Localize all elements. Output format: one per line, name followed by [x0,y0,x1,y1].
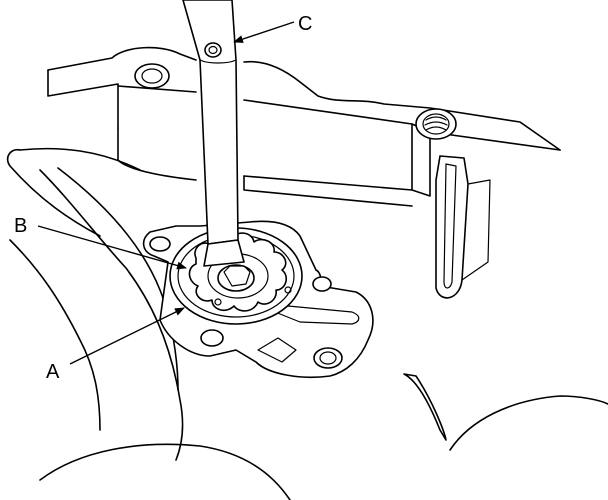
block-far-left-top [19,147,141,171]
block-recess-bottom [243,175,413,207]
lower-right-bracket [403,373,447,441]
block-inner-flank [57,167,179,391]
callout-label-a: A [46,361,60,383]
block-curved-flank [39,169,184,461]
flange-square-opening [257,337,297,363]
bolt-hole-upper-left [134,63,170,89]
shaft-cross-hole [204,42,222,58]
block-top-edge-right [243,60,561,151]
callout-label-b: B [14,215,27,237]
block-right-ledge [429,131,561,151]
crank-pulley-arc [39,443,291,500]
block-left-lobe [9,239,101,431]
threaded-bolt-hole [415,108,457,140]
block-left-lower [117,127,197,181]
callout-label-c: C [298,13,312,35]
flange-bolt-hole-4 [313,347,343,369]
block-left-step [47,69,119,129]
block-top-edge-left [47,46,197,71]
leader-b [37,225,187,270]
rotor-hex-drive [223,265,251,287]
flange-slot [269,305,360,325]
drive-tool-shaft [182,0,245,267]
leader-a [69,307,185,365]
dipstick-guide [435,155,491,299]
flange-bolt-hole-3 [312,276,332,292]
block-left-ledge [117,85,197,93]
block-far-left-edge [6,148,101,237]
leader-c [233,21,295,43]
block-center-recess [243,99,413,191]
callout-leaders [37,21,295,365]
flange-bolt-hole-1 [149,236,171,252]
lower-right-arc [449,395,608,451]
flange-bolt-hole-2 [200,329,224,347]
